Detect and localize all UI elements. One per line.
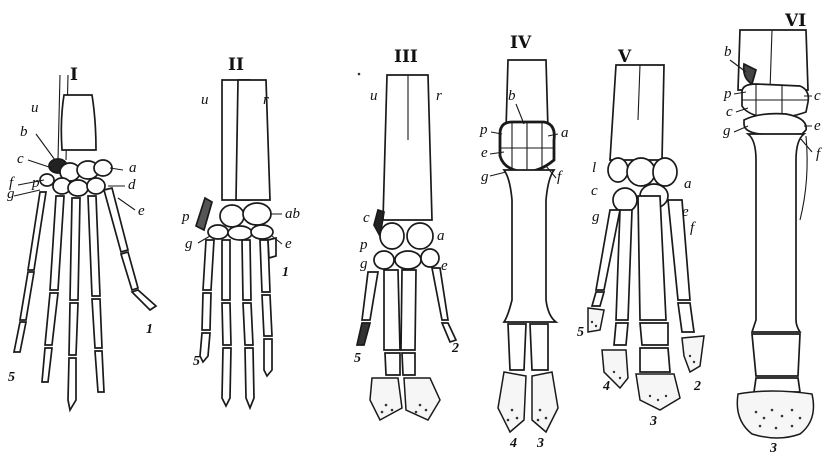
panel-III: III u r c p a xyxy=(354,47,459,420)
panel-IV: IV b p a e g f 4 3 xyxy=(479,33,569,451)
digit-label-2: 2 xyxy=(693,379,701,394)
label-p: p xyxy=(181,209,190,225)
digit-label-5: 5 xyxy=(354,351,361,366)
carpal-bones xyxy=(40,159,112,196)
panel-numeral: VI xyxy=(784,11,806,31)
label-c: c xyxy=(726,104,733,120)
panel-VI: VI b p c g c e f 3 xyxy=(723,11,822,453)
label-p: p xyxy=(31,175,40,191)
label-p: p xyxy=(723,86,732,102)
label-f: f xyxy=(690,220,696,236)
label-c: c xyxy=(363,210,370,226)
panel-numeral: II xyxy=(228,55,244,75)
digit-label-5: 5 xyxy=(577,325,584,340)
digit-label-4: 4 xyxy=(509,436,517,451)
forearm-bone xyxy=(610,65,664,160)
label-b: b xyxy=(724,44,732,60)
label-p: p xyxy=(359,237,368,253)
label-f: f xyxy=(557,169,563,185)
label-e: e xyxy=(441,258,448,274)
panel-II: II u r p ab g e xyxy=(181,55,301,408)
label-r: r xyxy=(436,88,442,104)
label-b: b xyxy=(508,88,516,104)
panel-numeral: III xyxy=(394,47,418,67)
panel-I: I xyxy=(7,65,156,410)
digit-rays xyxy=(498,324,558,432)
label-u: u xyxy=(31,100,39,116)
label-e: e xyxy=(682,204,689,220)
label-f: f xyxy=(816,146,822,162)
radius-bone xyxy=(61,95,96,150)
label-u: u xyxy=(201,92,209,108)
label-p: p xyxy=(479,122,488,138)
label-g: g xyxy=(592,209,600,225)
label-r: r xyxy=(263,92,269,108)
label-l: l xyxy=(592,160,596,176)
label-c-right: c xyxy=(814,88,821,104)
label-e: e xyxy=(138,203,145,219)
label-c: c xyxy=(591,183,598,199)
label-e: e xyxy=(285,236,292,252)
label-c: c xyxy=(17,151,24,167)
digit-label-3: 3 xyxy=(769,441,777,453)
digit-label-2: 2 xyxy=(451,341,459,356)
digit-rays xyxy=(357,268,456,420)
cannon-bone xyxy=(748,134,804,332)
label-a: a xyxy=(129,160,137,176)
label-g: g xyxy=(7,186,15,202)
digit-label-3: 3 xyxy=(536,436,544,451)
label-a: a xyxy=(561,125,569,141)
label-g: g xyxy=(360,256,368,272)
panel-numeral: V xyxy=(617,47,632,67)
digit-label-1: 1 xyxy=(146,322,153,337)
label-g: g xyxy=(185,236,193,252)
digit-rays xyxy=(200,238,276,408)
label-ab: ab xyxy=(285,206,301,222)
digit-rays xyxy=(14,188,156,410)
digit-label-5: 5 xyxy=(8,370,15,385)
digit-label-5: 5 xyxy=(193,354,200,369)
label-a: a xyxy=(684,176,692,192)
cannon-bone xyxy=(504,170,556,322)
label-g: g xyxy=(723,123,731,139)
hoof xyxy=(737,391,813,438)
label-a: a xyxy=(437,228,445,244)
label-g: g xyxy=(481,169,489,185)
panel-numeral: IV xyxy=(510,33,532,53)
label-e: e xyxy=(481,145,488,161)
digit-rays xyxy=(588,196,704,410)
label-e: e xyxy=(814,118,821,134)
digit-label-3: 3 xyxy=(649,414,657,429)
label-u: u xyxy=(370,88,378,104)
carpal-bones xyxy=(742,84,808,135)
panel-V: V xyxy=(577,47,704,429)
label-b: b xyxy=(20,124,28,140)
digit-label-4: 4 xyxy=(602,379,610,394)
digit-label-1: 1 xyxy=(282,265,289,280)
label-d: d xyxy=(128,177,136,193)
panel-numeral: I xyxy=(70,65,78,85)
carpal-bones xyxy=(208,203,273,240)
carpal-bones xyxy=(500,122,554,172)
